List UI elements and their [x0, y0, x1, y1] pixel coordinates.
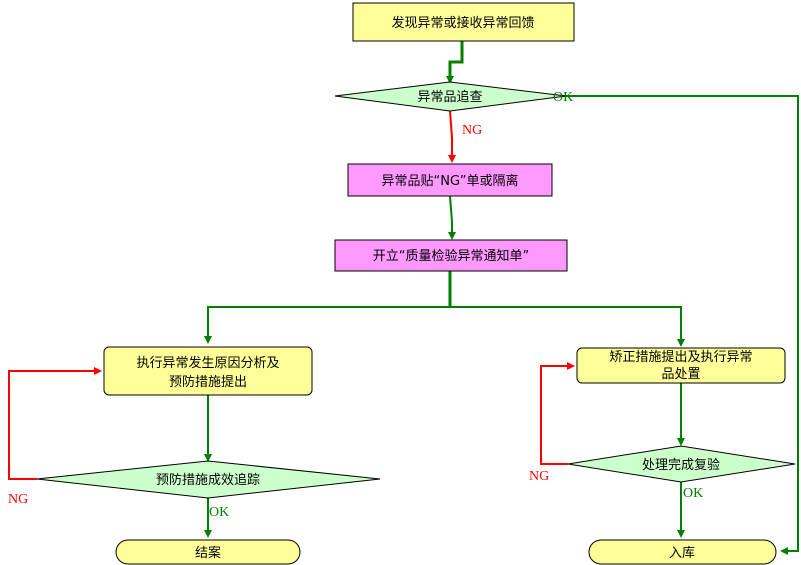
- node-prevent-track-label: 预防措施成效追踪: [156, 472, 260, 488]
- process-box: [347, 163, 553, 197]
- node-trace-label: 异常品追查: [417, 89, 482, 105]
- edge-recheck-ng-loop: [540, 362, 575, 465]
- label-trace-ok: OK: [553, 90, 573, 105]
- node-analysis[interactable]: 执行异常发生原因分析及 预防措施提出: [103, 346, 313, 396]
- node-tag[interactable]: 异常品贴“NG”单或隔离: [347, 163, 553, 197]
- terminal-box: [115, 539, 301, 565]
- node-correct[interactable]: 矫正措施提出及执行异常 品处置: [576, 347, 786, 384]
- node-storage-label: 入库: [669, 545, 695, 561]
- node-discover-label: 发现异常或接收异常回馈: [391, 15, 534, 31]
- label-recheck-ok: OK: [683, 486, 703, 501]
- node-notice[interactable]: 开立“质量检验异常通知单”: [334, 239, 568, 272]
- rounded-box: [576, 347, 786, 384]
- node-close-label: 结案: [195, 546, 221, 561]
- node-tag-label: 异常品贴“NG”单或隔离: [382, 173, 519, 189]
- node-analysis-label-1: 执行异常发生原因分析及: [136, 355, 279, 371]
- decision-diamond: [334, 81, 567, 112]
- rounded-box: [103, 346, 313, 396]
- node-analysis-label-2: 预防措施提出: [169, 374, 247, 390]
- decision-diamond: [36, 460, 381, 499]
- edge-split-left: [204, 306, 450, 344]
- edge-prevent-ng-loop: [8, 367, 102, 480]
- node-recheck-label: 处理完成复验: [642, 457, 720, 473]
- edge-split-right: [450, 306, 685, 347]
- edge-discover-trace: [446, 41, 464, 84]
- label-trace-ng: NG: [462, 123, 482, 138]
- label-recheck-ng: NG: [529, 469, 549, 484]
- label-prevent-ng: NG: [8, 492, 28, 507]
- node-storage[interactable]: 入库: [588, 539, 777, 565]
- node-correct-label-1: 矫正措施提出及执行异常: [609, 349, 752, 365]
- edge-trace-tag-ng: [448, 110, 456, 163]
- edge-trace-storage-ok: [552, 95, 799, 555]
- node-close[interactable]: 结案: [115, 539, 301, 565]
- node-prevent-track[interactable]: 预防措施成效追踪: [36, 460, 381, 499]
- process-box: [352, 2, 575, 42]
- terminal-box: [588, 539, 777, 565]
- edge-tag-notice: [448, 195, 456, 240]
- node-recheck[interactable]: 处理完成复验: [567, 445, 796, 483]
- node-trace[interactable]: 异常品追查: [334, 81, 567, 112]
- label-prevent-ok: OK: [209, 505, 229, 520]
- node-discover[interactable]: 发现异常或接收异常回馈: [352, 2, 575, 42]
- process-box: [334, 239, 568, 272]
- node-notice-label: 开立“质量检验异常通知单”: [373, 248, 529, 264]
- decision-diamond: [567, 445, 796, 483]
- node-correct-label-2: 品处置: [661, 367, 700, 382]
